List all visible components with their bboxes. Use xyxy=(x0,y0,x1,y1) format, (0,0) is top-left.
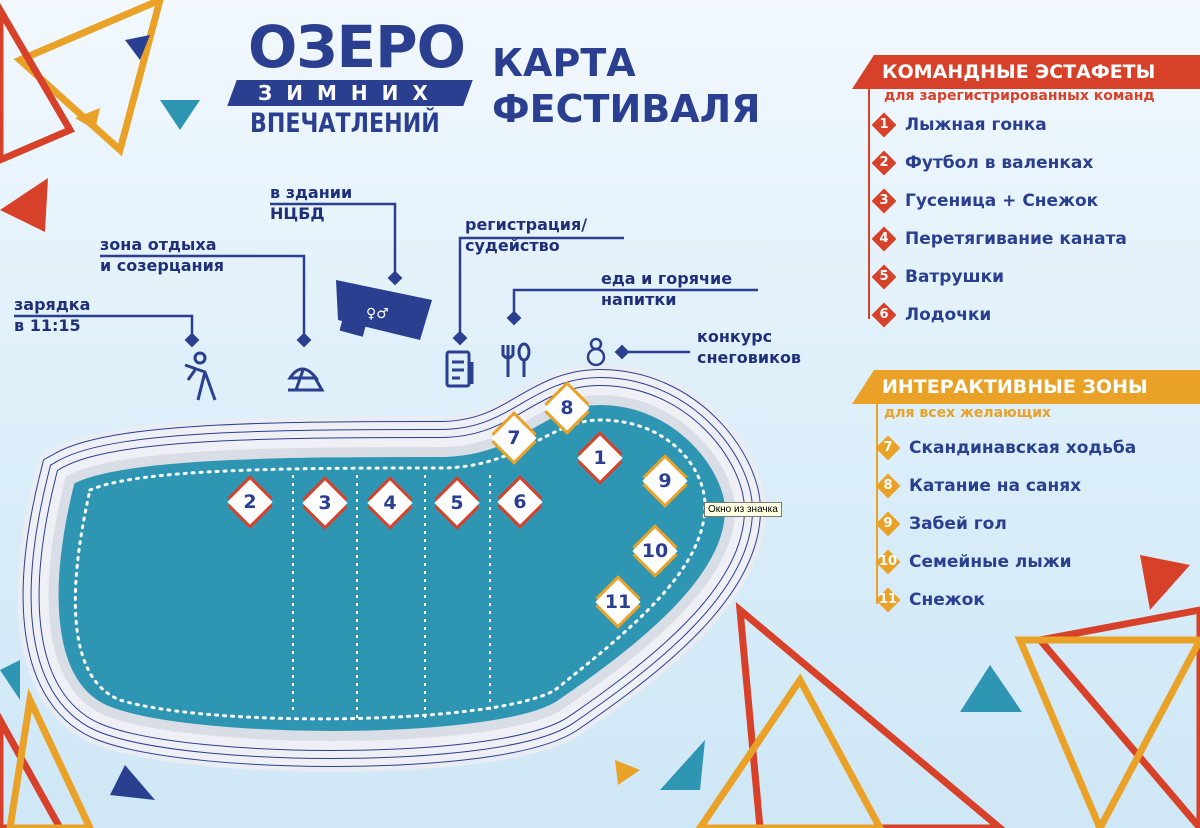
map-marker-2[interactable]: 2 xyxy=(230,482,270,522)
logo-line-3: ВПЕЧАТЛЕНИЙ xyxy=(250,108,440,139)
relay-number: 3 xyxy=(873,190,895,212)
map-marker-1[interactable]: 1 xyxy=(580,438,620,478)
relay-label: Футбол в валенках xyxy=(905,153,1094,173)
svg-text:♀♂: ♀♂ xyxy=(366,306,389,322)
label-line: и созерцания xyxy=(100,256,225,275)
relays-subtitle: для зарегистрированных команд xyxy=(884,88,1155,104)
zone-label: Забей гол xyxy=(909,514,1007,534)
exercise-icon xyxy=(184,351,217,401)
label-line: в 11:15 xyxy=(14,316,81,335)
relays-connector-line xyxy=(868,89,870,319)
relay-number: 4 xyxy=(873,228,895,250)
map-marker-10[interactable]: 10 xyxy=(635,531,675,571)
zone-number: 11 xyxy=(877,589,899,611)
clipboard-icon xyxy=(445,350,474,388)
map-marker-9[interactable]: 9 xyxy=(645,461,685,501)
zone-label: Скандинавская ходьба xyxy=(909,438,1137,458)
fork-spoon-icon xyxy=(501,342,531,377)
title-line-1: КАРТА xyxy=(492,41,636,85)
place-label-registration: регистрация/судейство xyxy=(465,214,587,256)
zone-item: 11 Снежок xyxy=(879,581,1136,619)
label-line: НЦБД xyxy=(270,204,325,223)
zone-label: Снежок xyxy=(909,590,985,610)
label-line: зона отдыха xyxy=(100,235,217,254)
label-line: еда и горячие xyxy=(601,269,733,288)
place-label-snowman: конкурс снеговиков xyxy=(697,326,801,368)
tooltip: Окно из значка xyxy=(704,502,782,517)
label-line: регистрация/ xyxy=(465,215,588,234)
beach-chair-icon xyxy=(287,367,325,392)
map-marker-7[interactable]: 7 xyxy=(494,418,534,458)
lake-water xyxy=(48,394,736,741)
logo-line-2: ЗИМНИХ xyxy=(227,80,473,106)
zone-number: 9 xyxy=(877,513,899,535)
relay-number: 2 xyxy=(873,152,895,174)
relays-header: КОМАНДНЫЕ ЭСТАФЕТЫ xyxy=(852,55,1200,89)
relay-label: Перетягивание каната xyxy=(905,229,1127,249)
logo-line-2-text: ЗИМНИХ xyxy=(258,81,442,105)
map-marker-4[interactable]: 4 xyxy=(370,483,410,523)
zones-connector-line xyxy=(876,404,878,604)
label-line: в здании xyxy=(270,183,353,202)
map-marker-5[interactable]: 5 xyxy=(437,483,477,523)
snowman-icon xyxy=(586,337,606,367)
logo-line-1: ОЗЕРО xyxy=(248,13,466,81)
relay-label: Лодочки xyxy=(905,305,992,325)
label-line: снеговиков xyxy=(697,348,802,367)
label-line: судейство xyxy=(465,236,560,255)
place-label-rest: зона отдыха и созерцания xyxy=(100,234,224,276)
zone-label: Семейные лыжи xyxy=(909,552,1072,572)
zone-number: 8 xyxy=(877,475,899,497)
place-label-exercise: зарядка в 11:15 xyxy=(14,294,90,336)
relay-number: 5 xyxy=(873,266,895,288)
building-restroom-icon: ♀♂ xyxy=(336,280,432,340)
relay-label: Лыжная гонка xyxy=(905,115,1047,135)
map-marker-3[interactable]: 3 xyxy=(305,483,345,523)
label-line: конкурс xyxy=(697,327,773,346)
zones-subtitle: для всех желающих xyxy=(884,405,1052,421)
relay-label: Гусеница + Снежок xyxy=(905,191,1099,211)
place-label-food: еда и горячие напитки xyxy=(601,268,732,310)
label-line: зарядка xyxy=(14,295,91,314)
zone-number: 7 xyxy=(877,437,899,459)
title-line-2: ФЕСТИВАЛЯ xyxy=(492,87,761,131)
zone-number: 10 xyxy=(877,551,899,573)
map-marker-6[interactable]: 6 xyxy=(500,482,540,522)
label-line: напитки xyxy=(601,290,677,309)
zone-item: 10 Семейные лыжи xyxy=(879,543,1136,581)
relay-number: 1 xyxy=(873,114,895,136)
relay-number: 6 xyxy=(873,304,895,326)
zone-label: Катание на санях xyxy=(909,476,1082,496)
relay-label: Ватрушки xyxy=(905,267,1005,287)
zones-header: ИНТЕРАКТИВНЫЕ ЗОНЫ xyxy=(852,370,1200,404)
map-marker-11[interactable]: 11 xyxy=(598,582,638,622)
map-marker-8[interactable]: 8 xyxy=(547,388,587,428)
